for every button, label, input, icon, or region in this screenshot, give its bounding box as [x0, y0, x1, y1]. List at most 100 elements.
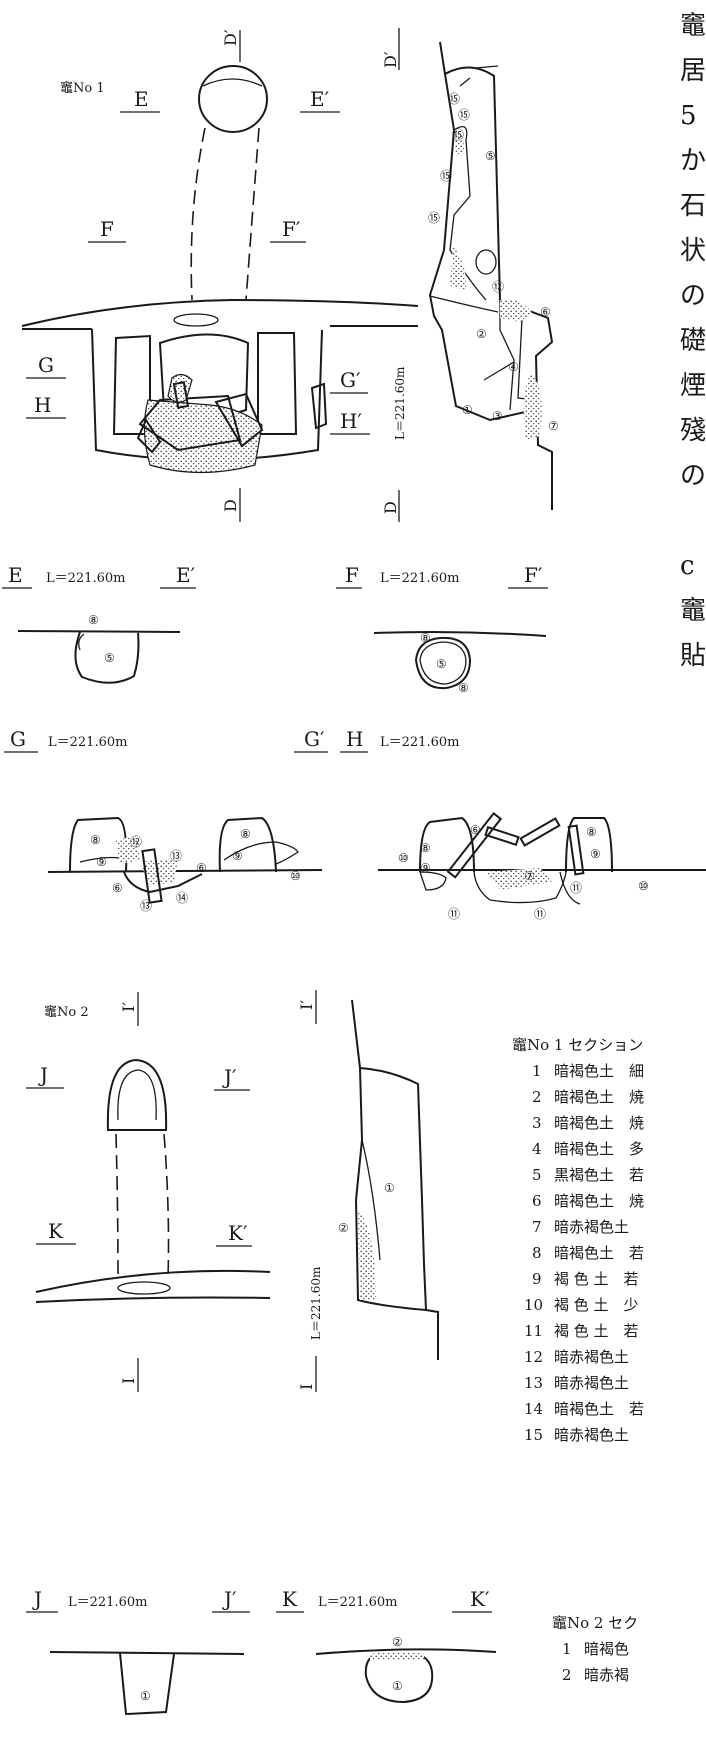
kiln1-plan: 竈No 1 D′ D E E′ F F′ G H G′ H′: [21, 29, 419, 522]
svg-text:⑮: ⑮: [428, 211, 440, 225]
svg-text:⑦: ⑦: [524, 869, 535, 883]
svg-text:⑤: ⑤: [436, 657, 447, 671]
section-H: ⑩ ⑧ ⑨ ⑥ ⑧ ⑨ ⑦ ⑩ ⑪ ⑪ ⑪: [378, 811, 706, 921]
sec-E-prime-label: E′: [176, 563, 196, 587]
sec-F-level: L＝221.60m: [380, 571, 459, 586]
text-char: 煙: [680, 371, 706, 401]
svg-text:⑬: ⑬: [170, 849, 182, 863]
sec-G-label: G: [10, 727, 26, 751]
label-G-prime: G′: [340, 368, 361, 392]
label-J-prime: J′: [222, 1065, 237, 1089]
label-D-section: D: [381, 501, 400, 514]
svg-text:⑧: ⑧: [420, 631, 431, 645]
svg-text:②: ②: [476, 327, 487, 341]
section-K: K L＝221.60m K′ ② ①: [276, 1587, 497, 1704]
text-char: の: [680, 461, 706, 491]
label-H-prime: H′: [340, 409, 362, 433]
svg-text:⑧: ⑧: [586, 825, 597, 839]
svg-text:⑨: ⑨: [232, 849, 243, 863]
svg-text:⑩: ⑩: [638, 879, 649, 893]
label-H: H: [34, 393, 51, 417]
kiln1-title: 竈No 1: [60, 81, 105, 96]
label-F-prime: F′: [282, 217, 301, 241]
svg-text:②: ②: [392, 1635, 403, 1649]
text-char: 5: [680, 101, 697, 131]
svg-text:⑧: ⑧: [458, 681, 469, 695]
label-I-section: I: [297, 1384, 316, 1390]
svg-text:①: ①: [384, 1181, 395, 1195]
svg-text:⑮: ⑮: [452, 128, 464, 142]
text-char: 居: [680, 56, 706, 86]
svg-text:⑪: ⑪: [570, 881, 582, 895]
svg-text:②: ②: [338, 1221, 349, 1235]
svg-text:⑬: ⑬: [140, 899, 152, 913]
text-char: 竈: [680, 11, 706, 41]
section-J: J L＝221.60m J′ ①: [26, 1587, 250, 1716]
sec-K-label: K: [282, 1587, 298, 1611]
sec-H-label: H: [346, 727, 363, 751]
text-char: [680, 499, 706, 544]
svg-text:⑧: ⑧: [420, 841, 431, 855]
label-K-prime: K′: [228, 1221, 248, 1245]
kiln2-longitudinal-section: I′ I L＝221.60m ① ②: [297, 990, 439, 1392]
label-I: I: [119, 1378, 138, 1384]
svg-text:③: ③: [492, 409, 503, 423]
sec-G-prime-label: G′: [304, 727, 325, 751]
svg-text:⑨: ⑨: [590, 847, 601, 861]
text-char: 殘: [680, 416, 706, 446]
label-J: J: [38, 1063, 48, 1087]
svg-text:⑭: ⑭: [176, 891, 188, 905]
section-E: E L＝221.60m E′ ⑧ ⑤: [2, 563, 196, 684]
label-E: E: [134, 87, 149, 111]
label-I-prime: I′: [119, 1002, 138, 1012]
kiln2-title: 竈No 2: [44, 1005, 89, 1020]
label-G: G: [38, 353, 54, 377]
svg-text:⑧: ⑧: [240, 827, 251, 841]
svg-text:①: ①: [392, 1679, 403, 1693]
svg-text:⑪: ⑪: [534, 907, 546, 921]
label-D-prime-section: D′: [381, 51, 400, 68]
section-G: ⑧ ⑧ ⑫ ⑨ ⑨ ⑬ ⑥ ⑩ ⑥ ⑭ ⑬: [47, 816, 323, 913]
kiln2-plan: 竈No 2 I′ I J J′ K K′: [26, 992, 271, 1392]
sec-F-prime-label: F′: [524, 563, 543, 587]
text-char: の: [680, 281, 706, 311]
svg-text:⑩: ⑩: [398, 851, 409, 865]
sec-J-level: L＝221.60m: [68, 1595, 147, 1610]
label-D-bottom: D: [221, 499, 240, 512]
svg-text:⑥: ⑥: [540, 305, 551, 319]
text-char: 貼: [680, 641, 706, 671]
svg-text:⑧: ⑧: [88, 613, 99, 627]
sec-J-label: J: [32, 1587, 42, 1611]
svg-text:⑫: ⑫: [130, 835, 142, 849]
sec-H-level: L＝221.60m: [380, 735, 459, 750]
svg-text:①: ①: [462, 403, 473, 417]
sec-F-label: F: [345, 563, 359, 587]
svg-text:①: ①: [140, 1689, 151, 1703]
svg-text:⑥: ⑥: [470, 823, 481, 837]
text-char: か: [680, 146, 706, 176]
svg-text:⑩: ⑩: [290, 869, 301, 883]
sec-K-level: L＝221.60m: [318, 1595, 397, 1610]
svg-text:⑨: ⑨: [420, 861, 431, 875]
svg-text:⑥: ⑥: [112, 881, 123, 895]
sec-E-level: L＝221.60m: [46, 571, 125, 586]
text-char: c: [680, 551, 695, 581]
text-char: 竈: [680, 596, 706, 626]
sec-J-prime-label: J′: [222, 1587, 237, 1611]
sec-E-label: E: [8, 563, 23, 587]
svg-text:④: ④: [508, 360, 519, 374]
svg-text:⑦: ⑦: [548, 419, 559, 433]
